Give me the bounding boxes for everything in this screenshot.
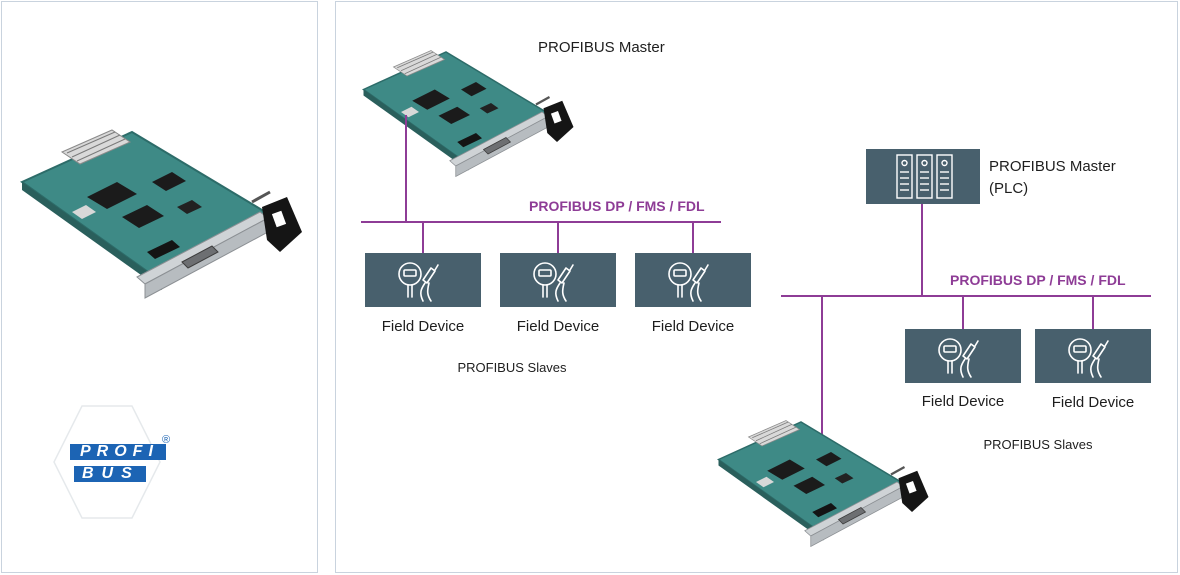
diagram-panel: PROFIBUS Master PROFIBUS DP / FMS / FDL … — [335, 1, 1178, 573]
master-card-image — [362, 49, 575, 178]
network1-master-label: PROFIBUS Master — [538, 39, 665, 56]
profibus-logo: PROFI BUS ® — [70, 434, 174, 488]
product-panel: PROFI BUS ® — [1, 1, 318, 573]
product-image — [20, 128, 304, 519]
field-device-icon — [1035, 329, 1151, 383]
field-device-icon — [500, 253, 616, 307]
slave-card-image — [717, 419, 930, 548]
plc-rack-icon — [866, 149, 980, 204]
field-device-icon — [365, 253, 481, 307]
field-device-label: Field Device — [922, 393, 1005, 410]
network2-bus-label: PROFIBUS DP / FMS / FDL — [950, 272, 1126, 288]
logo-hexagon — [53, 405, 161, 519]
field-device-label: Field Device — [1052, 394, 1135, 411]
field-device-label: Field Device — [652, 318, 735, 335]
field-device-icon — [635, 253, 751, 307]
field-device-label: Field Device — [382, 318, 465, 335]
registered-mark: ® — [162, 434, 171, 446]
logo-bottom-text: BUS — [82, 465, 140, 482]
field-device-icon — [905, 329, 1021, 383]
network1-slaves-label: PROFIBUS Slaves — [457, 360, 567, 375]
plc-label-line2: (PLC) — [989, 180, 1028, 197]
network-diagram: PROFIBUS Master PROFIBUS DP / FMS / FDL … — [361, 39, 1151, 548]
network2-slaves-label: PROFIBUS Slaves — [983, 437, 1093, 452]
plc-label-line1: PROFIBUS Master — [989, 158, 1116, 175]
network1-bus-label: PROFIBUS DP / FMS / FDL — [529, 198, 705, 214]
field-device-label: Field Device — [517, 318, 600, 335]
logo-top-text: PROFI — [80, 443, 159, 460]
